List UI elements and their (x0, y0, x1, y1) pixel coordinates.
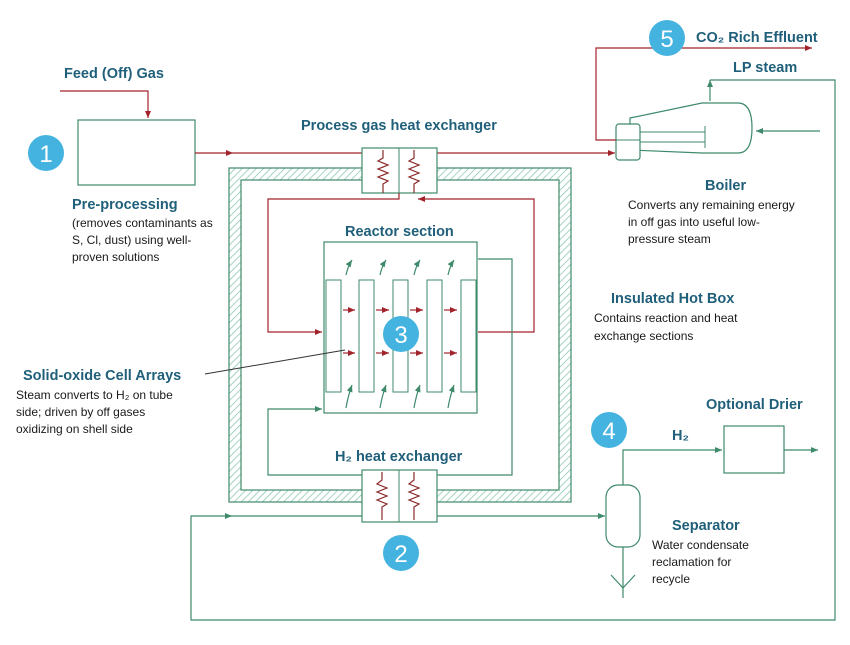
boiler-desc-2: in off gas into useful low- (628, 215, 760, 229)
boiler-desc-1: Converts any remaining energy (628, 198, 795, 212)
separator-title: Separator (672, 518, 740, 534)
process-hx-label: Process gas heat exchanger (301, 118, 497, 134)
h2-hx-label: H₂ heat exchanger (335, 449, 463, 465)
h2-line (622, 447, 722, 485)
hot-gas-loop (267, 193, 400, 335)
pre-processing-desc-3: proven solutions (72, 250, 159, 264)
process-gas-heat-exchanger (361, 147, 438, 194)
pre-processing-desc-2: S, Cl, dust) using well- (72, 233, 191, 247)
feed-gas-line (60, 90, 151, 118)
lp-steam-label: LP steam (733, 60, 797, 76)
badge-2: 2 (383, 535, 419, 571)
boiler-desc-3: pressure steam (628, 232, 711, 246)
badge-4: 4 (591, 412, 627, 448)
cell-arrays-pointer (204, 349, 346, 375)
svg-text:3: 3 (394, 322, 407, 349)
svg-text:4: 4 (602, 418, 615, 445)
separator-desc-2: reclamation for (652, 555, 731, 569)
reactor-section-label: Reactor section (345, 224, 454, 240)
h2-loop-right (416, 258, 513, 478)
svg-text:5: 5 (660, 26, 673, 53)
cell-arrays-desc-1: Steam converts to H₂ on tube (16, 388, 173, 402)
separator-vessel (605, 484, 641, 598)
pre-processing-desc-1: (removes contaminants as (72, 216, 213, 230)
insulated-hot-box (228, 167, 572, 503)
hot-gas-return (418, 196, 535, 333)
optional-drier-box (723, 425, 785, 474)
badge-1: 1 (28, 135, 64, 171)
optional-drier-label: Optional Drier (706, 397, 803, 413)
effluent-label: CO₂ Rich Effluent (696, 30, 818, 46)
recycle-loop (190, 79, 836, 621)
separator-desc-1: Water condensate (652, 538, 749, 552)
feed-gas-label: Feed (Off) Gas (64, 66, 164, 82)
boiler (615, 102, 753, 161)
hot-box-desc-2: exchange sections (594, 329, 693, 343)
hot-box-title: Insulated Hot Box (611, 291, 734, 307)
pre-processing-box (77, 119, 196, 186)
hot-box-desc-1: Contains reaction and heat (594, 311, 738, 325)
cell-arrays-title: Solid-oxide Cell Arrays (23, 368, 181, 384)
separator-desc-3: recycle (652, 572, 690, 586)
svg-text:2: 2 (394, 541, 407, 568)
badge-5: 5 (649, 20, 685, 56)
svg-text:1: 1 (39, 141, 52, 168)
cell-arrays-desc-2: side; driven by off gases (16, 405, 145, 419)
badge-3: 3 (383, 316, 419, 352)
h2-heat-exchanger (361, 469, 438, 523)
boiler-title: Boiler (705, 178, 746, 194)
h2-label: H₂ (672, 428, 689, 444)
shell-side-flow-arrows (345, 259, 455, 409)
pre-processing-title: Pre-processing (72, 197, 178, 213)
effluent-line (595, 45, 812, 141)
steam-flow-arrows (343, 307, 457, 356)
cell-arrays-desc-3: oxidizing on shell side (16, 422, 133, 436)
